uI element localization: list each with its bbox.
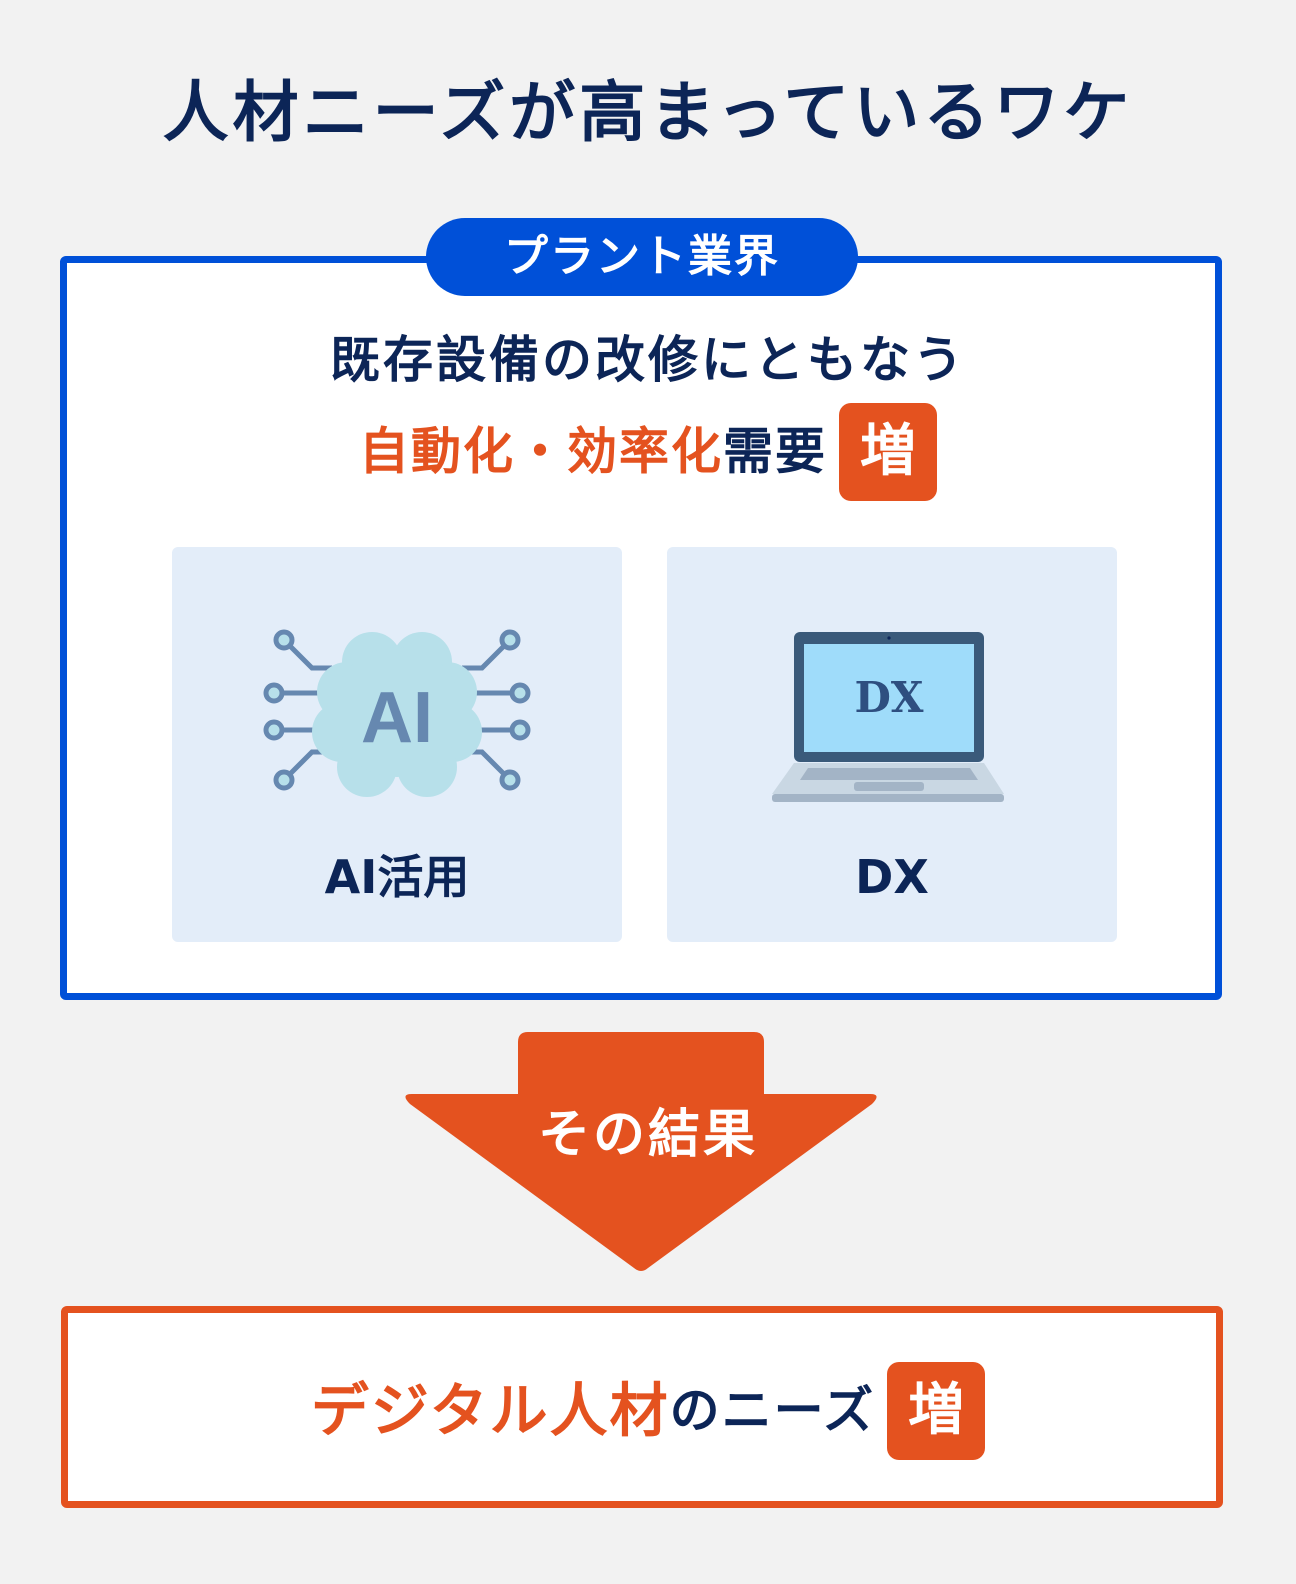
arrow-label: その結果 xyxy=(537,1105,758,1165)
headline-line-1: 既存設備の改修にともなう xyxy=(330,331,966,389)
result-statement: デジタル人材のニーズ増 xyxy=(0,1360,1296,1461)
headline-line-2: 自動化・効率化需要増 xyxy=(0,398,1296,502)
svg-text:AI: AI xyxy=(361,678,433,758)
card-label-dx: DX xyxy=(855,850,929,904)
result-highlight: デジタル人材 xyxy=(310,1376,670,1445)
result-panel xyxy=(61,1306,1223,1508)
headline-demand: 需要 xyxy=(723,422,827,481)
down-arrow-icon xyxy=(400,1030,882,1280)
result-rest: のニーズ xyxy=(669,1381,876,1440)
card-label-ai: AI活用 xyxy=(324,850,470,904)
page-title: 人材ニーズが高まっているワケ xyxy=(162,74,1134,151)
headline-highlight: 自動化・効率化 xyxy=(359,422,723,481)
laptop-icon: DX xyxy=(772,632,1012,816)
card-ai-usage: AI AI活用 xyxy=(172,547,622,942)
card-dx: DX DX xyxy=(667,547,1117,942)
plant-industry-badge: プラント業界 xyxy=(426,218,858,296)
ai-brain-circuit-icon: AI xyxy=(262,622,532,816)
result-increase-badge: 増 xyxy=(887,1361,986,1460)
increase-badge: 増 xyxy=(839,402,937,501)
svg-text:DX: DX xyxy=(854,673,923,722)
